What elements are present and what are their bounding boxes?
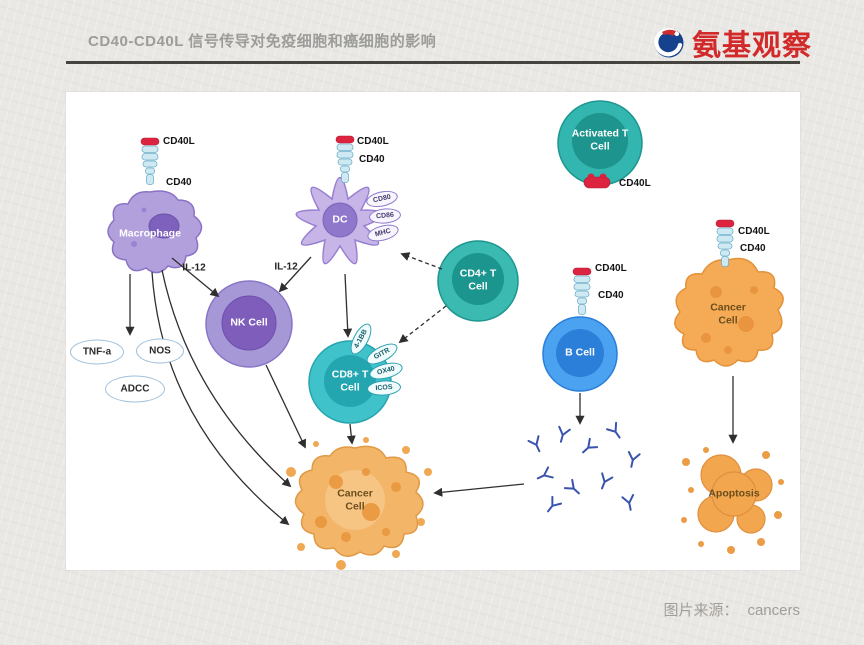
arrow-macrophage-to-nk bbox=[171, 257, 220, 298]
antibody-icon bbox=[582, 437, 599, 454]
antibody-icon bbox=[621, 493, 635, 511]
activated-t-cd40l-tag: CD40L bbox=[619, 178, 651, 189]
antibody-icon bbox=[558, 425, 571, 443]
arrow-cd4-to-dc bbox=[400, 252, 443, 270]
cancer-bottom-label: Cancer Cell bbox=[337, 487, 373, 512]
cancer-cd40-tag: CD40 bbox=[740, 243, 766, 254]
antibody-cluster bbox=[527, 421, 641, 513]
dc-label: DC bbox=[332, 213, 348, 226]
macrophage-cd40l-tag: CD40L bbox=[163, 136, 195, 147]
tnf-a-badge: TNF-a bbox=[70, 339, 124, 365]
b-cell-cd40-tag: CD40 bbox=[598, 290, 624, 301]
brand-swirl-icon bbox=[654, 28, 684, 58]
arrow-dc-to-cd8 bbox=[343, 273, 353, 338]
antibody-icon bbox=[547, 495, 563, 513]
antibody-icon bbox=[563, 478, 580, 495]
adcc-badge: ADCC bbox=[105, 375, 165, 403]
arrow-macrophage-to-cancer-2 bbox=[151, 271, 290, 526]
arrow-nk-to-cancer bbox=[265, 364, 306, 449]
antibody-icon bbox=[606, 421, 621, 439]
arrow-cd4-to-cd8 bbox=[398, 305, 447, 344]
brand-logo: 氨基观察 bbox=[653, 22, 812, 64]
dc-cd40l-tag: CD40L bbox=[357, 136, 389, 147]
activated-t-label: Activated T Cell bbox=[571, 127, 629, 152]
arrow-antibodies-to-cancer bbox=[433, 483, 525, 497]
dc-cd40-receptor-icon bbox=[335, 135, 355, 183]
diagram-panel: Macrophage DC Activated T Cell CD4+ T Ce… bbox=[66, 92, 800, 570]
apoptosis-fragments bbox=[681, 447, 784, 554]
image-source-label: 图片来源： bbox=[663, 602, 739, 619]
il12-label-right: IL-12 bbox=[274, 261, 298, 273]
arrow-cd8-to-cancer bbox=[346, 423, 356, 445]
dendritic-cell bbox=[295, 176, 385, 265]
macrophage-cd40-receptor-icon bbox=[140, 137, 160, 185]
diagram-shapes bbox=[107, 100, 784, 570]
cancer-cell-right bbox=[674, 257, 784, 367]
diagram-arrows bbox=[125, 252, 738, 526]
nos-badge: NOS bbox=[136, 338, 184, 364]
cancer-bottom-texture bbox=[315, 468, 401, 542]
macrophage-cell bbox=[107, 190, 203, 274]
arrow-macrophage-to-cancer-1 bbox=[161, 269, 292, 488]
header-divider bbox=[66, 61, 800, 64]
apoptosis-cell bbox=[681, 447, 784, 554]
cancer-cell-bottom bbox=[286, 437, 432, 570]
macrophage-label: Macrophage bbox=[119, 227, 181, 240]
antibody-icon bbox=[627, 450, 641, 468]
cancer-right-texture bbox=[701, 286, 758, 354]
macrophage-cd40-tag: CD40 bbox=[166, 177, 192, 188]
b-cell-cd40l-tag: CD40L bbox=[595, 263, 627, 274]
il12-label-left: IL-12 bbox=[182, 262, 206, 274]
cancer-bottom-satellites bbox=[286, 437, 432, 570]
cd8-t-label: CD8+ T Cell bbox=[331, 368, 369, 393]
cd4-t-cell bbox=[437, 240, 519, 322]
cancer-cd40l-tag: CD40L bbox=[738, 226, 770, 237]
b-cell-cd40-receptor-icon bbox=[572, 267, 592, 315]
image-source: 图片来源： cancers bbox=[66, 599, 800, 620]
brand-logo-text: 氨基观察 bbox=[691, 30, 812, 62]
b-cell bbox=[542, 316, 618, 392]
nk-cell bbox=[205, 280, 293, 368]
antibody-icon bbox=[527, 435, 541, 453]
antibody-icon bbox=[536, 466, 554, 480]
dc-cd40-tag: CD40 bbox=[359, 154, 385, 165]
activated-t-cell bbox=[557, 100, 643, 189]
nk-label: NK Cell bbox=[230, 316, 268, 329]
cancer-right-label: Cancer Cell bbox=[710, 301, 746, 326]
b-cell-label: B Cell bbox=[565, 346, 595, 359]
cd4-t-label: CD4+ T Cell bbox=[459, 267, 497, 292]
page-title: CD40-CD40L 信号传导对免疫细胞和癌细胞的影响 bbox=[88, 33, 437, 50]
arrow-dc-to-nk bbox=[278, 256, 312, 293]
apoptosis-label: Apoptosis bbox=[708, 487, 760, 500]
cd40l-ligand bbox=[583, 173, 611, 189]
antibody-icon bbox=[601, 472, 614, 490]
image-source-name: cancers bbox=[747, 602, 800, 619]
